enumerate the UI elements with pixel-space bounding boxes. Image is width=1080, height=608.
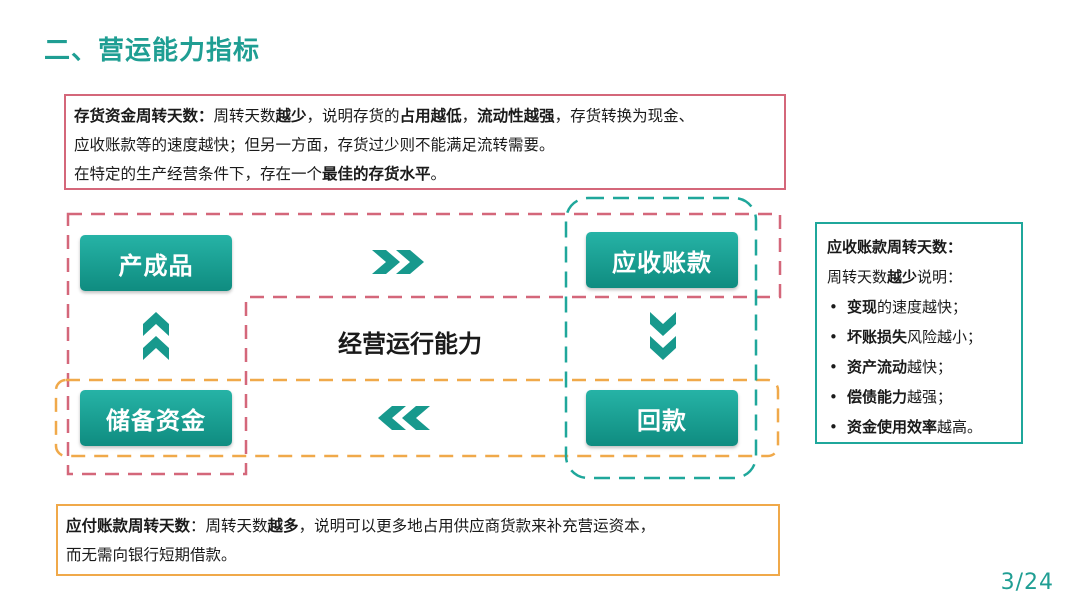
emphasis: 占用越低: [399, 107, 462, 125]
inventory-label: 存货资金周转天数：: [74, 107, 214, 125]
center-label: 经营运行能力: [338, 330, 482, 358]
double-chevron-down-icon: [650, 312, 676, 360]
double-chevron-left-icon: [378, 406, 430, 430]
inventory-line-2: 应收账款等的速度越快；但另一方面，存货过少则不能满足流转需要。: [74, 136, 555, 154]
emphasis: 越少: [275, 107, 307, 125]
text: ：: [190, 517, 206, 535]
ar-intro: 周转天数越少说明：: [827, 262, 1011, 292]
text: 风险越小；: [907, 328, 983, 346]
page-number: 3/24: [1000, 570, 1054, 595]
text: 周转天数: [213, 107, 276, 125]
emphasis: 最佳的存货水平: [322, 165, 431, 183]
payment-pill: 回款: [586, 390, 738, 446]
ap-label: 应付账款周转天数: [66, 517, 191, 535]
text: 在特定的生产经营条件下，存在一个: [74, 165, 323, 183]
list-item: 资产流动越快；: [827, 352, 1011, 382]
emphasis: 变现: [847, 298, 878, 316]
emphasis: 越少: [887, 268, 918, 286]
inventory-turnover-box: 存货资金周转天数：周转天数越少，说明存货的占用越低，流动性越强，存货转换为现金、…: [64, 94, 786, 190]
text: 越快；: [907, 358, 953, 376]
product-pill: 产成品: [80, 235, 232, 291]
inventory-line-1: 存货资金周转天数：周转天数越少，说明存货的占用越低，流动性越强，存货转换为现金、: [74, 102, 776, 131]
ar-heading: 应收账款周转天数：: [827, 232, 1011, 262]
text: 周转天数: [205, 517, 268, 535]
page-title: 二、营运能力指标: [44, 36, 261, 66]
text: ，存货转换为现金、: [554, 107, 695, 125]
emphasis: 坏账损失: [847, 328, 908, 346]
emphasis: 流动性越强: [477, 107, 555, 125]
list-item: 变现的速度越快；: [827, 292, 1011, 322]
text: 说明：: [917, 268, 963, 286]
reserve-pill: 储备资金: [80, 390, 232, 446]
text: ，说明存货的: [306, 107, 400, 125]
text: ，说明可以更多地占用供应商货款来补充营运资本，: [298, 517, 656, 535]
double-chevron-right-icon: [372, 250, 424, 274]
text: 越强；: [907, 388, 953, 406]
emphasis: 资金使用效率: [847, 418, 938, 436]
list-item: 坏账损失风险越小；: [827, 322, 1011, 352]
double-chevron-up-icon: [143, 312, 169, 360]
receivable-pill: 应收账款: [586, 232, 738, 288]
ap-turnover-box: 应付账款周转天数：周转天数越多，说明可以更多地占用供应商货款来补充营运资本， 而…: [56, 504, 780, 576]
text: 的速度越快；: [877, 298, 968, 316]
list-item: 资金使用效率越高。: [827, 412, 1011, 442]
ar-heading-text: 应收账款周转天数：: [827, 238, 963, 256]
ar-list: 变现的速度越快； 坏账损失风险越小； 资产流动越快； 偿债能力越强； 资金使用效…: [827, 292, 1011, 442]
emphasis: 偿债能力: [847, 388, 908, 406]
ar-turnover-box: 应收账款周转天数： 周转天数越少说明： 变现的速度越快； 坏账损失风险越小； 资…: [815, 222, 1023, 444]
text: ，: [461, 107, 478, 125]
emphasis: 越多: [267, 517, 299, 535]
list-item: 偿债能力越强；: [827, 382, 1011, 412]
ap-line-2: 而无需向银行短期借款。: [66, 546, 237, 564]
ap-line-1: 应付账款周转天数：周转天数越多，说明可以更多地占用供应商货款来补充营运资本，: [66, 512, 770, 541]
text: 。: [430, 165, 447, 183]
text: 越高。: [937, 418, 983, 436]
text: 周转天数: [827, 268, 888, 286]
inventory-line-3: 在特定的生产经营条件下，存在一个最佳的存货水平。: [74, 160, 776, 189]
emphasis: 资产流动: [847, 358, 908, 376]
